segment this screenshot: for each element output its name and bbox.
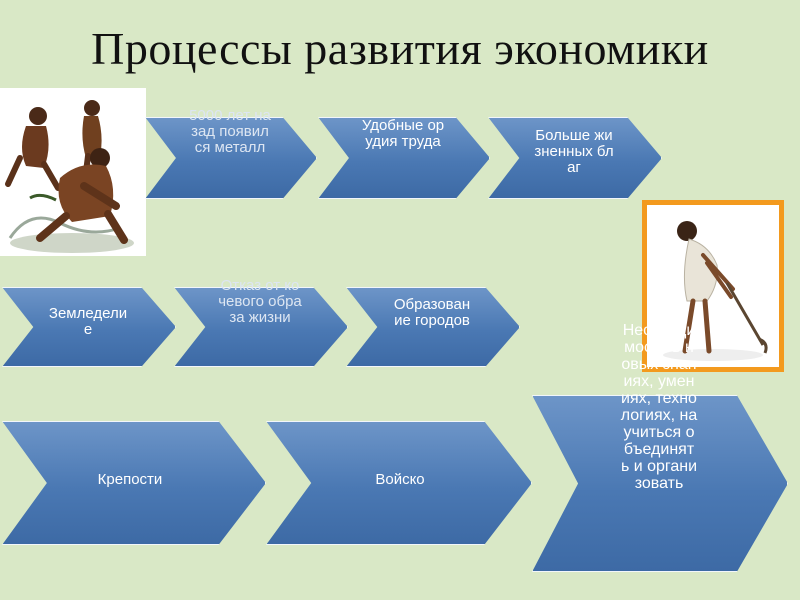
step-nomadic [174, 287, 348, 367]
step-nomadic-label: Отказ от кочевого образа жизни [218, 278, 302, 326]
step-tools-label: Удобные орудия труда [361, 118, 445, 150]
woman-with-hoe-image [642, 200, 784, 372]
step-knowledge-label: Необходимость в новых знаниях, умениях, … [620, 322, 698, 492]
step-goods-label: Больше жизненных благ [534, 128, 614, 176]
step-fortresses-label: Крепости [97, 472, 163, 488]
step-farming-label: Земледелие [48, 306, 128, 338]
slide-title: Процессы развития экономики [91, 23, 709, 74]
step-army-label: Войско [375, 472, 425, 488]
step-metal-label: 5000 лет назад появился металл [189, 108, 271, 156]
primitive-people-image [0, 88, 146, 256]
step-cities-label: Образование городов [393, 297, 471, 329]
